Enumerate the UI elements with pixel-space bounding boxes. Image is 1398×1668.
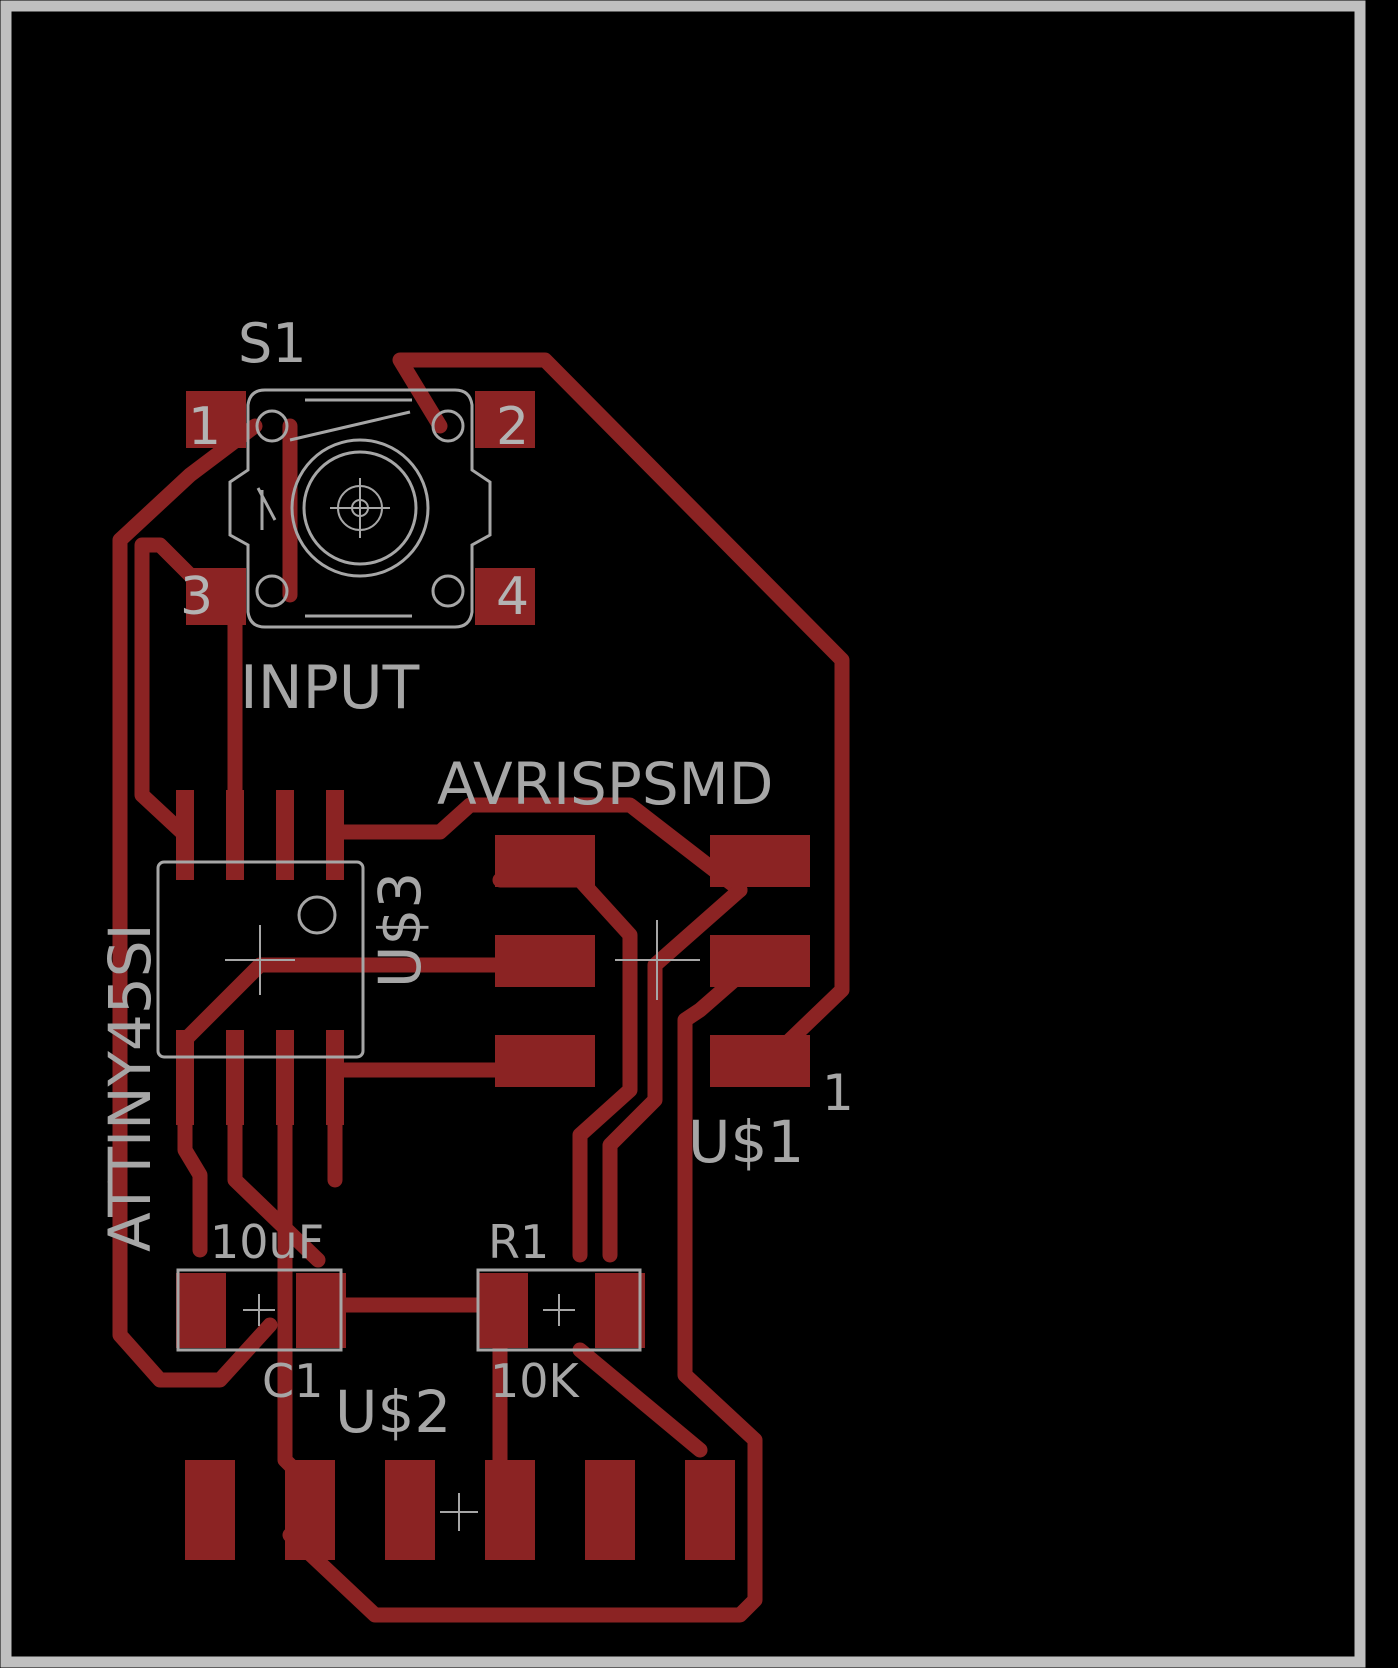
u1-pin1-label: 1 [822,1064,854,1122]
silkscreen [156,388,700,1531]
u2-pad-2 [285,1460,335,1560]
s1-pad-4 [475,568,535,625]
u2-name-label: U$2 [335,1378,451,1446]
avrisp-pad-left-2 [495,935,595,987]
trace-u3-to-avrisp-top [327,797,748,898]
r1-body [476,1268,642,1352]
trace-s1-pin3 [134,537,218,843]
avrisp-pad-right-1 [710,835,810,887]
u3-pin-bottom-4 [326,1030,344,1125]
u2-pad-3 [385,1460,435,1560]
trace-s1-pin1-left-loop [112,418,278,1388]
c1-body [176,1268,343,1352]
u3-pin-bottom-1 [176,1030,194,1125]
s1-pin-2-label: 2 [496,397,529,457]
u3-body [156,860,365,1059]
r1-pad-right [595,1273,645,1348]
board-outline [0,0,1366,1668]
u3-pin-bottom-3 [276,1030,294,1125]
trace-r1-right-to-u2 [572,1342,708,1458]
c1-value-label: 10uF [210,1215,324,1269]
trace-s1-to-u1-right [392,352,850,1048]
trace-avrisp-right [602,882,748,1263]
u3-name-label: U$3 [366,872,434,988]
u1-name-label: U$1 [688,1108,804,1176]
s1-pad-3 [186,568,246,625]
u3-pin-top-2 [226,790,244,880]
labels: S1 1 2 3 4 INPUT AVRISPSMD 1 U$1 ATTINY4… [96,312,854,1446]
s1-pad-1 [186,391,246,448]
avrisp-pad-right-2 [710,935,810,987]
u3-pin-top-3 [276,790,294,880]
u3-value-label: ATTINY45SI [96,923,164,1252]
s1-name-label: S1 [238,312,307,375]
s1-pin-3-label: 3 [180,567,213,627]
avrisp-pad-left-3 [495,1035,595,1087]
r1-pad-left [478,1273,528,1348]
s1-value-label: INPUT [240,653,420,723]
c1-pad-right [296,1273,346,1348]
u2-pad-5 [585,1460,635,1560]
s1-pin-1-label: 1 [188,397,221,457]
s1-pad-2 [475,391,535,448]
c1-name-label: C1 [262,1354,323,1408]
u2-pad-4 [485,1460,535,1560]
u3-pin-top-1 [176,790,194,880]
avrisp-pad-left-1 [495,835,595,887]
u2-pad-6 [685,1460,735,1560]
c1-pad-left [176,1273,226,1348]
r1-value-label: 10K [490,1354,581,1408]
u1-value-label: AVRISPSMD [437,750,773,818]
r1-name-label: R1 [488,1215,549,1269]
trace-avrisp-right-mid [282,967,763,1623]
u3-pin-top-4 [326,790,344,880]
copper-pads [176,391,810,1560]
u2-pad-1 [185,1460,235,1560]
s1-pin-4-label: 4 [496,567,529,627]
avrisp-pad-right-3 [710,1035,810,1087]
s1-body [228,388,492,629]
u3-pin-bottom-2 [226,1030,244,1125]
